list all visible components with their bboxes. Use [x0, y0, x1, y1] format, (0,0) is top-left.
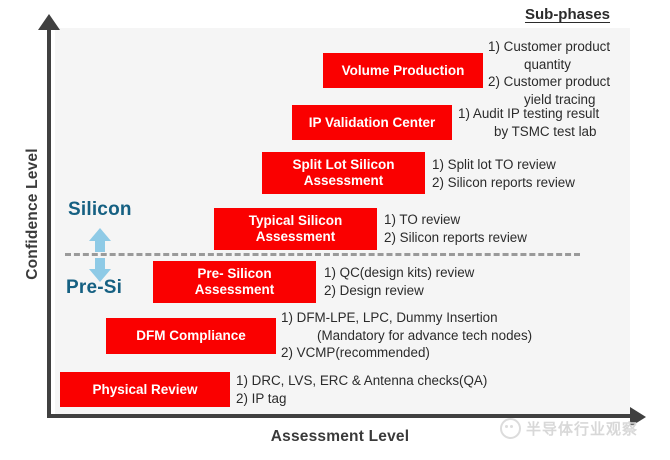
- phase-box-line: Pre- Silicon: [197, 266, 272, 281]
- sub-phase-number: 2): [236, 390, 248, 406]
- x-axis-line: [47, 414, 632, 418]
- sub-phase-text: Customer product: [503, 39, 611, 54]
- phase-box-line: Volume Production: [341, 62, 465, 78]
- down-arrow-icon: [87, 258, 113, 282]
- sub-phase-item: 2) Silicon reports review: [432, 174, 575, 192]
- sub-phase-number: 2): [384, 229, 396, 245]
- sub-phase-text: Audit IP testing result: [472, 106, 600, 121]
- phase-box-physical-review[interactable]: Physical Review: [60, 372, 230, 407]
- phase-box-line: Typical Silicon: [248, 213, 343, 228]
- y-axis-line: [47, 28, 51, 416]
- sub-phase-text: TO review: [399, 212, 461, 227]
- sub-phase-text: VCMP(recommended): [296, 345, 430, 360]
- phase-box-pre-silicon-assessment[interactable]: Pre- Silicon Assessment: [153, 261, 316, 303]
- phase-box-line: Split Lot Silicon: [292, 157, 395, 172]
- sub-phase-item: 1) DRC, LVS, ERC & Antenna checks(QA): [236, 372, 487, 390]
- sub-phase-item: 2) Design review: [324, 282, 474, 300]
- sub-phase-number: 1): [281, 310, 293, 325]
- phase-divider: [65, 253, 580, 256]
- up-arrow-icon: [87, 228, 113, 252]
- sub-phase-list: 1) Split lot TO review 2) Silicon report…: [432, 156, 575, 191]
- sub-phase-list: 1) DRC, LVS, ERC & Antenna checks(QA) 2)…: [236, 372, 487, 407]
- sub-phase-text: Customer product: [503, 74, 611, 89]
- sub-phase-number: 2): [324, 282, 336, 298]
- phase-box-line: Physical Review: [92, 381, 198, 397]
- sub-phase-text: QC(design kits) review: [339, 265, 475, 280]
- y-axis-title: Confidence Level: [24, 148, 41, 280]
- phase-group-label-silicon: Silicon: [68, 199, 132, 220]
- phase-box-line: Assessment: [303, 173, 384, 188]
- sub-phase-item: 2) VCMP(recommended): [281, 344, 532, 362]
- sub-phase-item: 1) TO review: [384, 211, 527, 229]
- sub-phase-text: DRC, LVS, ERC & Antenna checks(QA): [251, 373, 488, 388]
- phase-group-label-presi: Pre-Si: [66, 277, 123, 298]
- sub-phase-text: Silicon reports review: [447, 174, 575, 190]
- phase-box-line: Assessment: [194, 282, 275, 297]
- phase-box-volume-production[interactable]: Volume Production: [323, 53, 483, 88]
- sub-phase-list: 1) QC(design kits) review 2) Design revi…: [324, 264, 474, 299]
- sub-phase-text: Silicon reports review: [399, 229, 527, 245]
- phase-box-ip-validation-center[interactable]: IP Validation Center: [292, 105, 452, 140]
- sub-phase-item: 1) Customer product quantity: [488, 38, 610, 73]
- sub-phase-list: 1) Customer product quantity 2) Customer…: [488, 38, 610, 108]
- sub-phase-item: 1) Audit IP testing result by TSMC test …: [458, 105, 599, 140]
- sub-phase-item: 1) DFM-LPE, LPC, Dummy Insertion (Mandat…: [281, 309, 532, 344]
- sub-phase-number: 2): [432, 174, 444, 190]
- sub-phase-list: 1) Audit IP testing result by TSMC test …: [458, 105, 599, 140]
- sub-phase-text: Design review: [339, 282, 424, 298]
- sub-phase-text: Split lot TO review: [447, 157, 556, 172]
- panda-logo-icon: [500, 418, 521, 439]
- sub-phase-item: 1) Split lot TO review: [432, 156, 575, 174]
- sub-phases-column-header: Sub-phases: [524, 6, 611, 23]
- phase-box-line: DFM Compliance: [136, 328, 246, 343]
- sub-phase-list: 1) TO review 2) Silicon reports review: [384, 211, 527, 246]
- phase-box-split-lot-silicon-assessment[interactable]: Split Lot Silicon Assessment: [262, 152, 425, 194]
- sub-phase-number: 2): [281, 345, 293, 360]
- sub-phase-continuation: (Mandatory for advance tech nodes): [317, 327, 533, 343]
- sub-phase-item: 2) IP tag: [236, 390, 487, 408]
- sub-phase-item: 2) Silicon reports review: [384, 229, 527, 247]
- phase-box-typical-silicon-assessment[interactable]: Typical Silicon Assessment: [214, 208, 377, 250]
- watermark: 半导体行业观察: [500, 418, 638, 439]
- watermark-text: 半导体行业观察: [526, 420, 639, 438]
- sub-phase-number: 1): [236, 373, 248, 388]
- sub-phase-continuation: yield tracing: [524, 91, 596, 107]
- sub-phase-item: 2) Customer product yield tracing: [488, 73, 610, 108]
- phase-box-dfm-compliance[interactable]: DFM Compliance: [106, 318, 276, 354]
- sub-phase-number: 1): [458, 106, 470, 121]
- sub-phase-number: 1): [324, 265, 336, 280]
- sub-phase-continuation: by TSMC test lab: [494, 123, 597, 139]
- x-axis-arrow-icon: [630, 407, 646, 427]
- phase-box-line: Assessment: [255, 229, 336, 244]
- sub-phase-list: 1) DFM-LPE, LPC, Dummy Insertion (Mandat…: [281, 309, 532, 362]
- sub-phase-text: IP tag: [251, 390, 287, 406]
- sub-phase-item: 1) QC(design kits) review: [324, 264, 474, 282]
- sub-phase-number: 2): [488, 74, 500, 89]
- x-axis-title: Assessment Level: [270, 428, 410, 445]
- sub-phase-text: DFM-LPE, LPC, Dummy Insertion: [296, 310, 498, 325]
- y-axis-arrow-icon: [38, 14, 60, 30]
- sub-phase-continuation: quantity: [524, 56, 571, 72]
- sub-phase-number: 1): [432, 157, 444, 172]
- sub-phase-number: 1): [488, 39, 500, 54]
- sub-phase-number: 1): [384, 212, 396, 227]
- phase-box-line: IP Validation Center: [308, 114, 436, 130]
